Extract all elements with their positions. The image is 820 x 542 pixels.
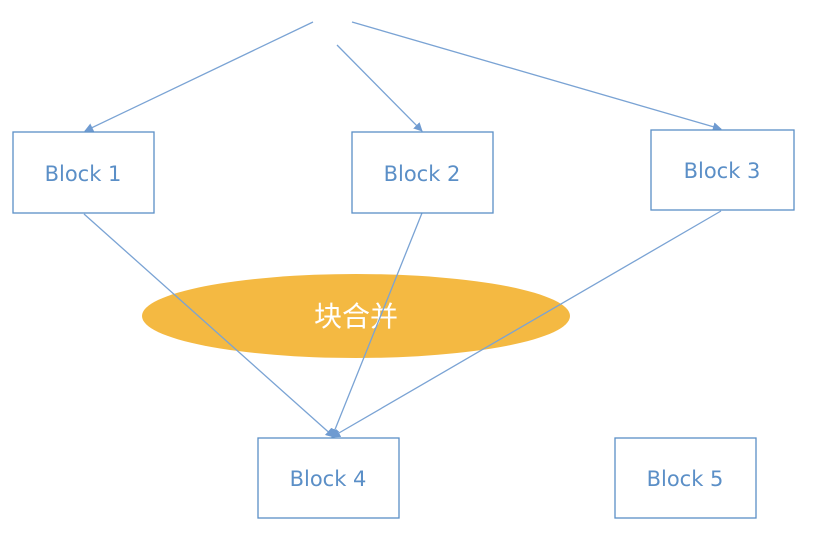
block-4-label: Block 4	[290, 467, 367, 491]
block-2-box	[351, 131, 494, 214]
block-4-box	[257, 437, 400, 519]
block-4: Block 4	[257, 437, 400, 519]
arrow-origin-to-block-3	[351, 21, 722, 132]
block-5: Block 5	[614, 437, 757, 519]
block-1-box	[12, 131, 155, 214]
arrow-origin-to-block-2	[336, 44, 423, 132]
arrow-block-3-to-block-4	[331, 210, 722, 438]
block-1: Block 1	[12, 131, 155, 214]
arrow-block-1-to-block-4	[83, 213, 335, 438]
block-2-label: Block 2	[384, 162, 461, 186]
arrow-origin-to-block-1	[84, 21, 314, 132]
arrow-block-2-to-block-4	[330, 212, 423, 438]
block-3: Block 3	[650, 129, 795, 211]
block-2: Block 2	[351, 131, 494, 214]
block-5-box	[614, 437, 757, 519]
block-1-label: Block 1	[45, 162, 122, 186]
merge-ellipse	[142, 274, 570, 358]
block-5-label: Block 5	[647, 467, 724, 491]
merge-label: 块合并	[314, 300, 398, 333]
block-3-label: Block 3	[684, 159, 761, 183]
block-3-box	[650, 129, 795, 211]
